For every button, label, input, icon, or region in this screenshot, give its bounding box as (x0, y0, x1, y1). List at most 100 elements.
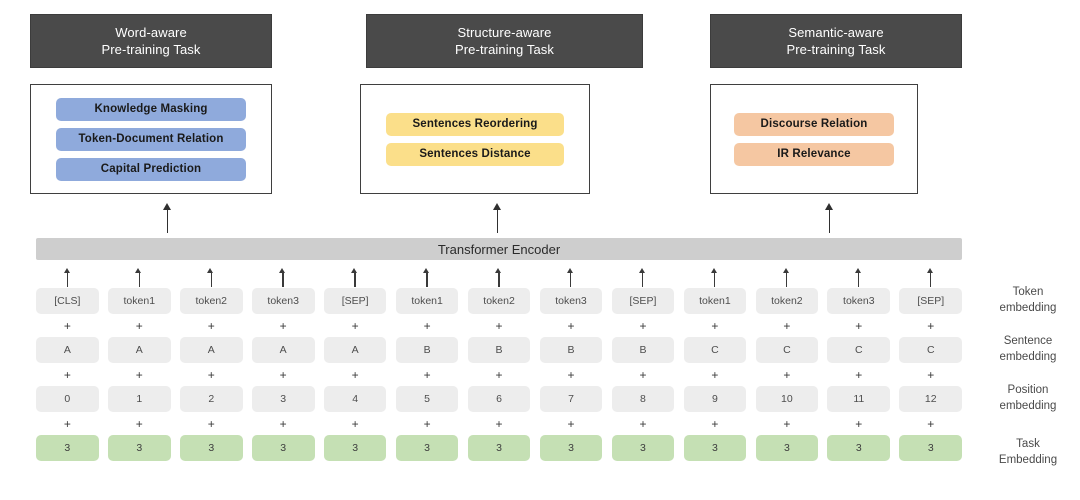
task-pill-sentences-reordering[interactable]: Sentences Reordering (385, 112, 565, 136)
arrow-slot (324, 266, 387, 288)
cell-token-6: token2 (467, 288, 531, 314)
arrow-slot (252, 266, 315, 288)
task-header-line1: Structure-aware (457, 24, 552, 40)
task-header-structure-aware: Structure-aware Pre-training Task (366, 14, 643, 68)
plus-row-1: +++++++++++++ (36, 314, 962, 337)
label-line2: embedding (999, 301, 1057, 314)
plus-icon: + (855, 416, 863, 431)
plus-slot: + (756, 363, 819, 386)
label-line1: Position (1007, 384, 1049, 396)
label-line2: embedding (999, 399, 1057, 412)
cell-sentence-9: C (683, 337, 747, 363)
cell-task-12: 3 (899, 435, 963, 461)
plus-icon: + (783, 367, 791, 382)
plus-slot: + (684, 412, 747, 435)
plus-icon: + (135, 318, 143, 333)
cell-sentence-5: B (395, 337, 459, 363)
task-pill-knowledge-masking[interactable]: Knowledge Masking (56, 97, 246, 121)
plus-slot: + (756, 412, 819, 435)
task-header-line1: Semantic-aware (788, 24, 884, 40)
plus-slot: + (36, 314, 99, 337)
cell-task-6: 3 (467, 435, 531, 461)
label-position-embedding: Position embedding (980, 383, 1076, 414)
cell-sentence-4: A (323, 337, 387, 363)
plus-slot: + (180, 314, 243, 337)
plus-row-3: +++++++++++++ (36, 412, 962, 435)
arrow-up-icon (782, 267, 792, 287)
cell-token-9: token1 (683, 288, 747, 314)
task-header-line1: Word-aware (115, 24, 187, 40)
cell-position-11: 11 (827, 386, 891, 412)
task-pill-sentences-distance[interactable]: Sentences Distance (385, 142, 565, 166)
arrow-encoder-to-structure-aware (492, 203, 504, 233)
arrow-up-icon (566, 267, 576, 287)
plus-icon: + (711, 416, 719, 431)
arrow-slot (612, 266, 675, 288)
cell-token-3: token3 (251, 288, 315, 314)
plus-slot: + (612, 412, 675, 435)
plus-icon: + (855, 367, 863, 382)
task-column-structure-aware: Structure-aware Pre-training Task Senten… (360, 14, 643, 194)
plus-slot: + (36, 412, 99, 435)
arrow-up-icon (62, 267, 72, 287)
plus-slot: + (396, 363, 459, 386)
plus-icon: + (783, 416, 791, 431)
cell-position-9: 9 (683, 386, 747, 412)
task-column-word-aware: Word-aware Pre-training Task Knowledge M… (30, 14, 272, 194)
plus-icon: + (351, 318, 359, 333)
plus-icon: + (351, 367, 359, 382)
plus-icon: + (207, 367, 215, 382)
cell-task-4: 3 (323, 435, 387, 461)
plus-icon: + (927, 416, 935, 431)
cell-sentence-7: B (539, 337, 603, 363)
cell-token-10: token2 (755, 288, 819, 314)
arrow-up-icon (710, 267, 720, 287)
plus-icon: + (567, 318, 575, 333)
label-task-embedding: Task Embedding (980, 437, 1076, 468)
task-header-line2: Pre-training Task (101, 42, 201, 57)
plus-icon: + (639, 416, 647, 431)
task-box-word-aware: Knowledge Masking Token-Document Relatio… (30, 84, 272, 194)
plus-slot: + (899, 363, 962, 386)
cell-task-5: 3 (395, 435, 459, 461)
plus-slot: + (252, 363, 315, 386)
plus-icon: + (279, 318, 287, 333)
plus-icon: + (711, 367, 719, 382)
cell-sentence-12: C (899, 337, 963, 363)
plus-slot: + (324, 314, 387, 337)
arrow-up-icon (926, 267, 936, 287)
plus-icon: + (63, 367, 71, 382)
arrow-slot (899, 266, 962, 288)
plus-slot: + (36, 363, 99, 386)
cell-token-8: [SEP] (611, 288, 675, 314)
arrow-slot (468, 266, 531, 288)
plus-slot: + (684, 314, 747, 337)
label-line1: Token (1012, 286, 1044, 298)
cell-sentence-3: A (251, 337, 315, 363)
cell-task-1: 3 (107, 435, 171, 461)
plus-icon: + (279, 367, 287, 382)
task-pill-capital-prediction[interactable]: Capital Prediction (56, 157, 246, 181)
task-pill-token-document-relation[interactable]: Token-Document Relation (56, 127, 246, 151)
plus-icon: + (423, 318, 431, 333)
arrow-slot (180, 266, 243, 288)
plus-icon: + (567, 416, 575, 431)
plus-slot: + (468, 363, 531, 386)
label-token-embedding: Token embedding (980, 285, 1076, 316)
task-header-word-aware: Word-aware Pre-training Task (30, 14, 272, 68)
plus-icon: + (135, 416, 143, 431)
task-pill-ir-relevance[interactable]: IR Relevance (734, 142, 894, 166)
cell-token-1: token1 (107, 288, 171, 314)
task-pill-discourse-relation[interactable]: Discourse Relation (734, 112, 894, 136)
label-line1: Task (1016, 438, 1040, 450)
arrow-encoder-to-word-aware (162, 203, 174, 233)
plus-icon: + (207, 318, 215, 333)
plus-slot: + (827, 412, 890, 435)
plus-slot: + (540, 314, 603, 337)
arrow-up-icon (422, 267, 432, 287)
arrow-up-icon (854, 267, 864, 287)
plus-icon: + (495, 416, 503, 431)
plus-slot: + (468, 412, 531, 435)
